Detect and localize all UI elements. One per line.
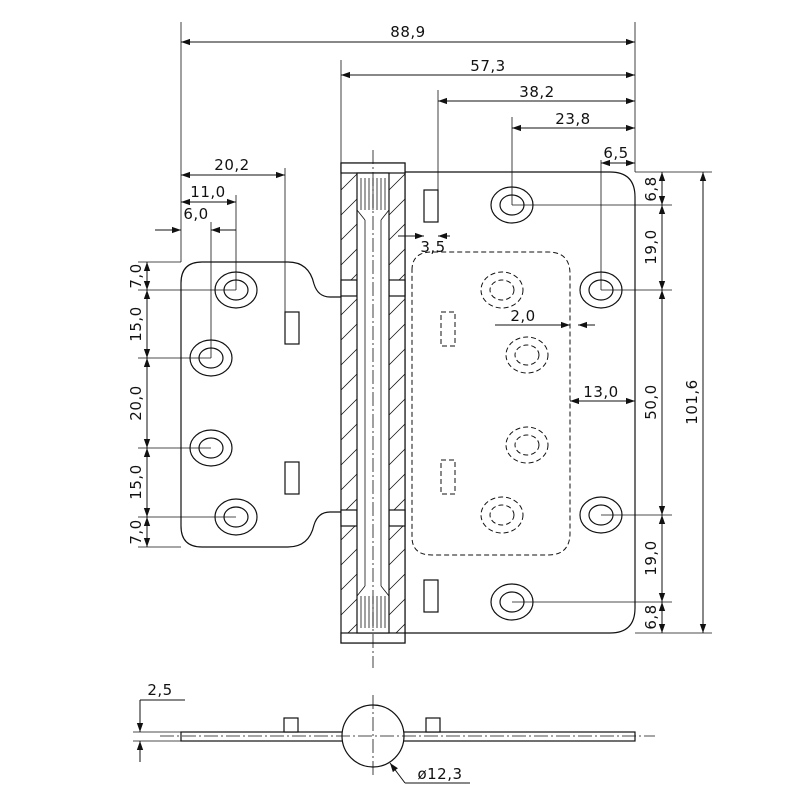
- dim-left-pitch-3: 15,0: [127, 464, 145, 499]
- left-leaf: [180, 261, 344, 548]
- dim-hole-offset: 23,8: [555, 110, 590, 128]
- slot: [423, 189, 439, 223]
- dim-knuckle-diameter: ø12,3: [417, 765, 462, 783]
- dim-right-pitch-mid: 50,0: [642, 384, 660, 419]
- dim-left-hole-x2: 11,0: [190, 183, 225, 201]
- dim-slot-offset: 38,2: [519, 83, 554, 101]
- dim-left-pitch-2: 20,0: [127, 385, 145, 420]
- dimension-labels: 88,9 57,3 38,2 23,8 6,5 20,2 11,0 6,0 3,…: [127, 23, 701, 783]
- hidden-hole: [480, 496, 524, 534]
- dim-right-pitch-top: 19,0: [642, 229, 660, 264]
- dim-right-pitch-bottom: 19,0: [642, 540, 660, 575]
- dim-left-pitch-1: 15,0: [127, 306, 145, 341]
- dim-slot-width: 3,5: [420, 238, 445, 256]
- dim-leaf-width: 57,3: [470, 57, 505, 75]
- hidden-hole: [480, 271, 524, 309]
- dim-thickness: 2,5: [147, 681, 172, 699]
- dim-overall-height: 101,6: [683, 379, 701, 424]
- slot: [423, 579, 439, 613]
- dimension-lines: [133, 22, 712, 784]
- slot: [284, 311, 300, 345]
- dim-right-bottom-edge: 6,8: [642, 604, 660, 629]
- side-view: [160, 695, 655, 778]
- dim-recess-margin: 13,0: [583, 383, 618, 401]
- knurled-pin-end: [356, 178, 390, 628]
- hidden-hole: [505, 336, 549, 374]
- dim-right-top-edge: 6,8: [642, 176, 660, 201]
- dim-left-pitch-bottom: 7,0: [127, 519, 145, 544]
- dim-left-hole-x1: 6,0: [183, 205, 208, 223]
- hidden-hole: [505, 426, 549, 464]
- dim-overall-width: 88,9: [390, 23, 425, 41]
- dim-edge-hole: 6,5: [603, 144, 628, 162]
- dim-left-leaf-width: 20,2: [214, 156, 249, 174]
- dim-left-pitch-top: 7,0: [127, 263, 145, 288]
- slot: [284, 461, 300, 495]
- dim-recess-offset: 2,0: [510, 307, 535, 325]
- hinge-knuckle: [340, 150, 406, 668]
